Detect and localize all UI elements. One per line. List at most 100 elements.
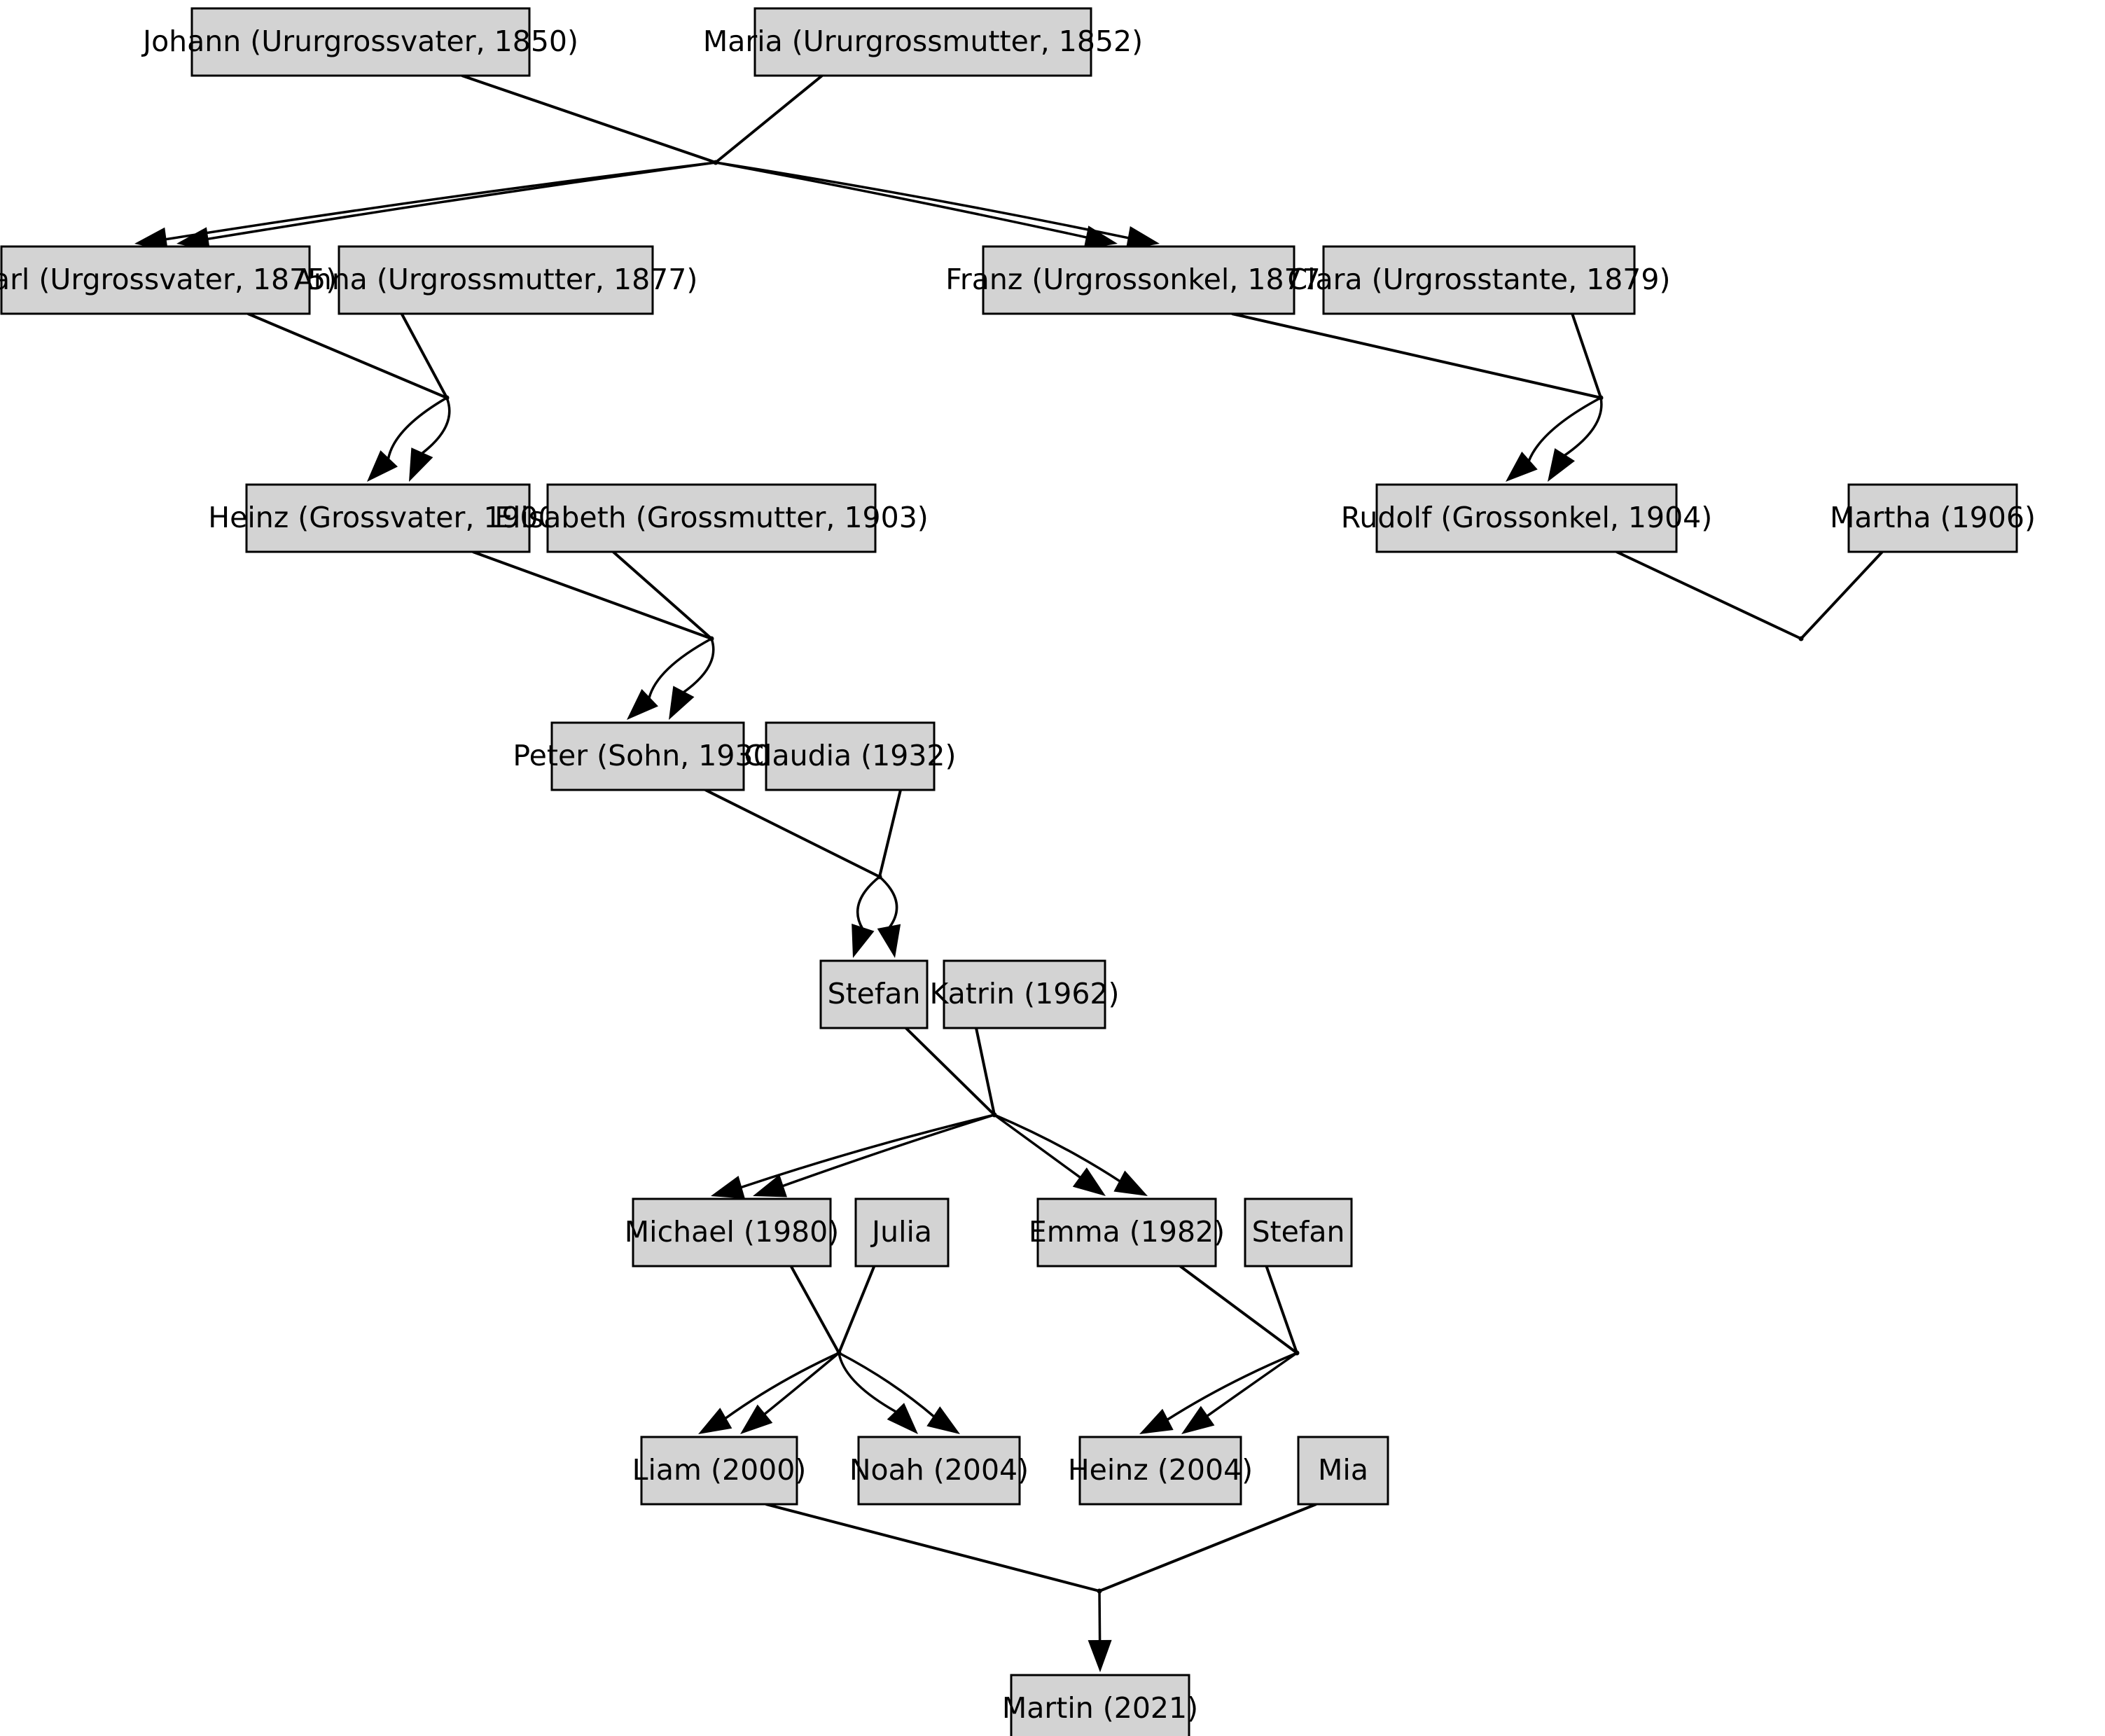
person-node-label: Noah (2004) bbox=[849, 1453, 1029, 1487]
person-node-box[interactable] bbox=[943, 959, 1106, 1029]
child-edge bbox=[838, 1352, 898, 1414]
person-node[interactable]: Emma (1982) bbox=[1029, 1197, 1225, 1268]
edge-arrowhead bbox=[926, 1406, 960, 1434]
edge-arrowhead bbox=[1088, 1639, 1112, 1672]
person-node[interactable]: Karl (Urgrossvater, 1875) bbox=[0, 245, 337, 315]
child-edge bbox=[781, 1113, 995, 1188]
child-edge bbox=[387, 396, 447, 460]
person-node[interactable]: Michael (1980) bbox=[625, 1197, 839, 1268]
edge-arrowhead bbox=[887, 1403, 918, 1434]
edge-arrowhead bbox=[753, 1174, 788, 1197]
parent-edge bbox=[878, 789, 902, 877]
person-node-box[interactable] bbox=[546, 483, 877, 553]
person-node-label: Maria (Ururgrossmutter, 1852) bbox=[703, 25, 1143, 58]
child-edge bbox=[1563, 397, 1603, 457]
person-node[interactable]: Claudia (1932) bbox=[744, 721, 957, 791]
person-node[interactable]: Martin (2021) bbox=[1002, 1674, 1198, 1736]
person-node-box[interactable] bbox=[765, 721, 936, 791]
person-node-box[interactable] bbox=[632, 1197, 832, 1268]
person-node[interactable]: Johann (Ururgrossvater, 1850) bbox=[141, 7, 578, 77]
person-node-box[interactable] bbox=[1078, 1436, 1242, 1506]
parent-edge bbox=[1616, 550, 1802, 640]
person-node-label: Karl (Urgrossvater, 1875) bbox=[0, 263, 337, 296]
parent-edge bbox=[975, 1027, 996, 1116]
person-node-label: Martin (2021) bbox=[1002, 1691, 1198, 1725]
person-node[interactable]: Maria (Ururgrossmutter, 1852) bbox=[703, 7, 1143, 77]
child-edge bbox=[838, 1352, 936, 1418]
child-edge bbox=[856, 875, 881, 930]
person-node-label: Liam (2000) bbox=[632, 1453, 807, 1487]
person-node-box[interactable] bbox=[1297, 1436, 1389, 1506]
child-edge bbox=[1166, 1352, 1298, 1422]
person-node-box[interactable] bbox=[1847, 483, 2018, 553]
edge-arrowhead bbox=[409, 447, 433, 482]
person-node-box[interactable] bbox=[1036, 1197, 1217, 1268]
person-node-box[interactable] bbox=[1244, 1197, 1353, 1268]
person-node[interactable]: Liam (2000) bbox=[632, 1436, 807, 1506]
person-node-label: Peter (Sohn, 1930) bbox=[513, 739, 782, 772]
person-node-label: Clara (Urgrosstante, 1879) bbox=[1288, 263, 1671, 296]
person-node-label: Stefan bbox=[828, 977, 921, 1011]
person-node-box[interactable] bbox=[753, 7, 1092, 77]
person-node[interactable]: Anna (Urgrossmutter, 1877) bbox=[294, 245, 698, 315]
parent-edge bbox=[714, 74, 824, 164]
person-node[interactable]: Katrin (1962) bbox=[930, 959, 1120, 1029]
union-junction bbox=[1798, 636, 1804, 641]
person-node-box[interactable] bbox=[1322, 245, 1636, 315]
person-node-label: Franz (Urgrossonkel, 1877) bbox=[945, 263, 1331, 296]
person-node-box[interactable] bbox=[1375, 483, 1678, 553]
edge-arrowhead bbox=[134, 227, 168, 251]
person-node[interactable]: Elisabeth (Grossmutter, 1903) bbox=[494, 483, 929, 553]
person-node-box[interactable] bbox=[190, 7, 531, 77]
edge-arrowhead bbox=[1548, 448, 1575, 482]
person-node-label: Katrin (1962) bbox=[930, 977, 1120, 1011]
edge-arrowhead bbox=[711, 1175, 745, 1199]
child-edge bbox=[207, 161, 716, 241]
child-edge bbox=[1205, 1352, 1298, 1418]
person-node-label: Heinz (2004) bbox=[1068, 1453, 1253, 1487]
parent-edge bbox=[1265, 1265, 1298, 1354]
person-node[interactable]: Noah (2004) bbox=[849, 1436, 1029, 1506]
child-edge bbox=[648, 637, 712, 699]
parent-edge bbox=[472, 550, 712, 640]
person-node[interactable]: Rudolf (Grossonkel, 1904) bbox=[1341, 483, 1713, 553]
person-node-label: Anna (Urgrossmutter, 1877) bbox=[294, 263, 698, 296]
person-node-box[interactable] bbox=[338, 245, 654, 315]
child-edge bbox=[715, 161, 1088, 239]
person-node-box[interactable] bbox=[982, 245, 1295, 315]
person-node-box[interactable] bbox=[854, 1197, 950, 1268]
person-node-label: Stefan bbox=[1252, 1215, 1345, 1249]
person-node[interactable]: Mia bbox=[1297, 1436, 1389, 1506]
person-node-box[interactable] bbox=[550, 721, 745, 791]
parent-edge bbox=[838, 1265, 876, 1354]
person-node[interactable]: Franz (Urgrossonkel, 1877) bbox=[945, 245, 1332, 315]
person-node[interactable]: Stefan bbox=[819, 959, 929, 1029]
edge-arrowhead bbox=[627, 688, 658, 720]
person-node-box[interactable] bbox=[857, 1436, 1021, 1506]
person-node-box[interactable] bbox=[1010, 1674, 1190, 1736]
person-node-label: Mia bbox=[1318, 1453, 1368, 1487]
edge-arrowhead bbox=[698, 1408, 732, 1434]
parent-edge bbox=[704, 789, 880, 878]
person-node[interactable]: Heinz (Grossvater, 1900) bbox=[208, 483, 568, 553]
parent-edge bbox=[905, 1027, 996, 1116]
child-edge bbox=[739, 1113, 995, 1189]
person-node[interactable]: Peter (Sohn, 1930) bbox=[513, 721, 783, 791]
person-node-label: Johann (Ururgrossvater, 1850) bbox=[141, 25, 578, 58]
person-node-box[interactable] bbox=[0, 245, 311, 315]
person-node-label: Martha (1906) bbox=[1830, 501, 2036, 534]
edge-arrowhead bbox=[1072, 1167, 1106, 1196]
person-node-box[interactable] bbox=[819, 959, 929, 1029]
person-node-box[interactable] bbox=[245, 483, 531, 553]
person-node[interactable]: Clara (Urgrosstante, 1879) bbox=[1288, 245, 1671, 315]
edge-arrowhead bbox=[740, 1404, 773, 1434]
person-node-label: Michael (1980) bbox=[625, 1215, 839, 1249]
child-edge bbox=[993, 1113, 1082, 1179]
person-node[interactable]: Martha (1906) bbox=[1830, 483, 2036, 553]
person-node[interactable]: Stefan bbox=[1244, 1197, 1353, 1268]
person-node-box[interactable] bbox=[640, 1436, 798, 1506]
child-edge bbox=[1527, 396, 1602, 462]
person-node[interactable]: Heinz (2004) bbox=[1068, 1436, 1253, 1506]
person-node[interactable]: Julia bbox=[854, 1197, 950, 1268]
